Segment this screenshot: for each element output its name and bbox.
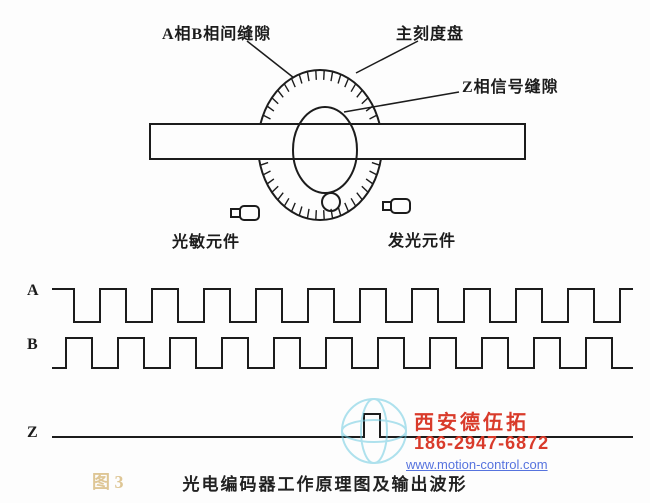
globe-watermark-icon (341, 398, 407, 464)
disc-tick (260, 161, 269, 166)
waveform-traces (52, 288, 633, 438)
disc-tick (283, 197, 290, 207)
disc-tick (306, 208, 310, 219)
disc-tick (350, 83, 357, 93)
disc-tick (369, 170, 378, 176)
disc-tick (315, 70, 317, 80)
figure-caption: 光电编码器工作原理图及输出波形 (182, 475, 468, 494)
disc-tick (271, 185, 279, 193)
disc-hub-hole (292, 106, 358, 194)
label-z-gap: Z相信号缝隙 (462, 79, 559, 96)
waveform-label-z: Z (27, 424, 38, 441)
disc-tick (361, 185, 369, 193)
label-light-emitter: 发光元件 (388, 233, 457, 250)
waveform-trace-b (52, 337, 633, 369)
disc-tick (283, 83, 290, 93)
disc-tick (262, 114, 271, 120)
disc-tick (298, 206, 303, 216)
disc-tick (298, 74, 303, 84)
watermark-phone-number: 186-2947-6872 (414, 433, 550, 453)
disc-tick (350, 197, 357, 207)
leader-main-disc (355, 40, 419, 74)
disc-tick (337, 74, 342, 84)
encoder-disc-group (149, 69, 526, 221)
z-gap-notch (321, 192, 341, 212)
photo-sensor-tip (230, 208, 241, 218)
disc-tick (290, 78, 296, 88)
photo-sensor-body (239, 205, 260, 221)
caption-figure-number: 图 3 (92, 472, 124, 492)
disc-tick (266, 178, 275, 185)
waveform-trace-z (52, 413, 633, 438)
optical-components (230, 198, 411, 221)
disc-tick (315, 210, 317, 220)
disc-tick (262, 170, 271, 176)
waveform-trace-a (52, 288, 633, 323)
disc-tick (361, 97, 369, 105)
disc-tick (369, 114, 378, 120)
disc-tick (344, 202, 350, 212)
light-emitter-tip (382, 201, 392, 211)
label-photo-sensor: 光敏元件 (172, 234, 241, 251)
waveform-label-a: A (27, 282, 39, 299)
light-emitter-body (390, 198, 411, 214)
disc-tick (266, 105, 275, 112)
disc-tick (344, 78, 350, 88)
disc-tick (277, 89, 284, 98)
watermark-url: www.motion-control.com (406, 457, 548, 472)
disc-tick (271, 97, 279, 105)
disc-tick (290, 202, 296, 212)
disc-tick (356, 89, 363, 98)
disc-tick (330, 71, 334, 82)
disc-tick (323, 210, 325, 220)
disc-tick (277, 192, 284, 201)
label-ab-gap: A相B相间缝隙 (162, 26, 272, 43)
disc-tick (356, 192, 363, 201)
disc-tick (323, 70, 325, 80)
leader-lines (246, 40, 460, 113)
watermark-company-name: 西安德伍拓 (414, 412, 529, 434)
shaft-bar (149, 123, 526, 160)
leader-z-gap (343, 91, 460, 113)
waveform-label-b: B (27, 336, 38, 353)
disc-tick (371, 161, 380, 166)
label-main-disc: 主刻度盘 (396, 26, 465, 43)
disc-tick (306, 71, 310, 82)
leader-ab-gap (246, 40, 295, 79)
disc-tick (365, 178, 374, 185)
